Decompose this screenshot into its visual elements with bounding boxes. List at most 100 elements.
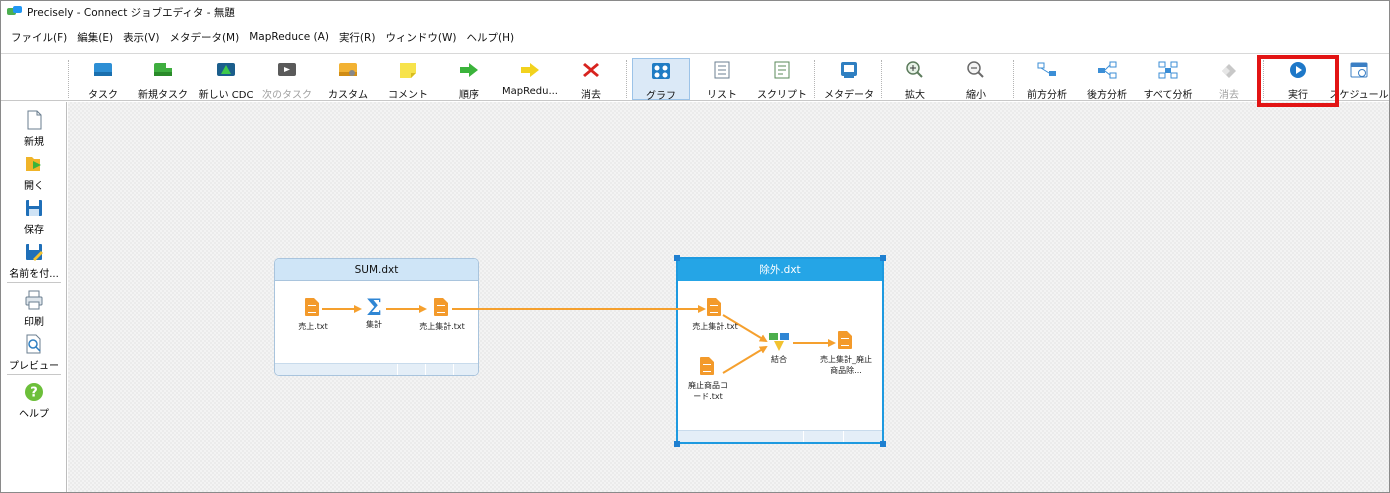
- node-output-file[interactable]: 売上集計_廃止商品除...: [816, 331, 876, 376]
- sidebar-separator: [7, 282, 61, 283]
- all-analysis-icon: [1158, 61, 1178, 79]
- eraser-icon: [1222, 64, 1236, 78]
- sigma-icon: Σ: [366, 295, 382, 321]
- save-as-button[interactable]: 名前を付...: [1, 238, 67, 280]
- resize-handle[interactable]: [880, 255, 886, 261]
- file-icon: [305, 298, 319, 316]
- svg-text:?: ?: [30, 386, 38, 401]
- schedule-button[interactable]: スケジュール: [1329, 58, 1389, 101]
- all-analysis-button[interactable]: すべて分析: [1139, 58, 1197, 101]
- menu-view[interactable]: 表示(V): [123, 31, 160, 44]
- script-view-button[interactable]: スクリプト: [753, 58, 811, 101]
- zoom-out-button[interactable]: 縮小: [947, 58, 1005, 101]
- svg-text:Σ: Σ: [366, 296, 382, 318]
- help-icon: ?: [25, 383, 43, 401]
- left-sidebar: 新規 開く 保存 名前を付... 印刷 プレビュー ? ヘルプ: [1, 102, 67, 492]
- print-button[interactable]: 印刷: [1, 286, 67, 328]
- list-view-button[interactable]: リスト: [693, 58, 751, 101]
- calendar-icon: [1350, 62, 1368, 78]
- comment-icon: [400, 63, 416, 78]
- file-icon: [434, 298, 448, 316]
- menu-file[interactable]: ファイル(F): [11, 31, 68, 44]
- toolbar-separator: [1013, 60, 1014, 98]
- metadata-icon: [841, 62, 857, 78]
- backward-analysis-button[interactable]: 後方分析: [1078, 58, 1136, 101]
- node-target-file[interactable]: 売上集計.txt: [412, 298, 472, 332]
- new-file-button[interactable]: 新規: [1, 106, 67, 148]
- forward-analysis-button[interactable]: 前方分析: [1018, 58, 1076, 101]
- footer-segment: [843, 431, 844, 442]
- resize-handle[interactable]: [674, 441, 680, 447]
- footer-segment: [803, 431, 804, 442]
- menu-mapreduce[interactable]: MapReduce (A): [249, 31, 329, 43]
- save-button[interactable]: 保存: [1, 194, 67, 236]
- sidebar-separator: [7, 374, 61, 375]
- toolbar-separator: [626, 60, 627, 98]
- graph-view-button[interactable]: グラフ: [632, 58, 690, 102]
- metadata-button[interactable]: メタデータ: [820, 58, 878, 101]
- footer-segment: [425, 364, 426, 375]
- job-footer: [275, 363, 478, 375]
- toolbar-separator: [1263, 60, 1264, 98]
- next-task-button[interactable]: 次のタスク: [258, 58, 316, 101]
- arrow-right-yellow-icon: [521, 63, 539, 77]
- help-button[interactable]: ? ヘルプ: [1, 378, 67, 420]
- backward-analysis-icon: [1098, 61, 1117, 79]
- resize-handle[interactable]: [880, 441, 886, 447]
- script-icon: [774, 61, 790, 79]
- resize-handle[interactable]: [674, 255, 680, 261]
- open-folder-icon: [26, 157, 41, 171]
- toolbar-separator: [881, 60, 882, 98]
- node-join[interactable]: 結合: [749, 331, 809, 365]
- clear-analysis-button[interactable]: 消去: [1200, 58, 1258, 101]
- custom-button[interactable]: カスタム: [319, 58, 377, 101]
- delete-button[interactable]: 消去: [562, 58, 620, 101]
- play-icon: [1290, 62, 1306, 78]
- forward-analysis-icon: [1037, 62, 1056, 76]
- window-title: Precisely - Connect ジョブエディタ - 無題: [27, 6, 235, 19]
- job-title: SUM.dxt: [275, 259, 478, 281]
- preview-button[interactable]: プレビュー: [1, 330, 67, 372]
- menu-window[interactable]: ウィンドウ(W): [385, 31, 457, 44]
- title-bar: Precisely - Connect ジョブエディタ - 無題: [1, 1, 1389, 23]
- task-icon: [94, 63, 112, 76]
- new-file-icon: [27, 110, 42, 130]
- new-task-icon: [154, 62, 172, 76]
- zoom-in-icon: [906, 61, 923, 78]
- menu-edit[interactable]: 編集(E): [77, 31, 114, 44]
- run-button[interactable]: 実行: [1269, 58, 1327, 101]
- arrow-right-green-icon: [460, 63, 478, 77]
- footer-segment: [453, 364, 454, 375]
- node-input-discontinued[interactable]: 廃止商品コード.txt: [678, 357, 738, 402]
- node-source-file[interactable]: 売上.txt: [283, 298, 343, 332]
- mapreduce-button[interactable]: MapRedu...: [501, 58, 559, 100]
- open-button[interactable]: 開く: [1, 150, 67, 192]
- zoom-out-icon: [967, 61, 984, 78]
- footer-segment: [397, 364, 398, 375]
- menu-run[interactable]: 実行(R): [338, 31, 376, 44]
- toolbar-separator: [68, 60, 69, 98]
- graph-icon: [652, 63, 670, 79]
- job-box-exclude[interactable]: 除外.dxt: [676, 257, 884, 444]
- new-cdc-button[interactable]: 新しい CDC: [197, 58, 255, 101]
- file-icon: [700, 357, 714, 375]
- app-logo-icon: [7, 6, 23, 18]
- node-input-sales-summary[interactable]: 売上集計.txt: [685, 298, 745, 332]
- comment-button[interactable]: コメント: [379, 58, 437, 101]
- join-icon: [769, 333, 789, 351]
- menu-help[interactable]: ヘルプ(H): [466, 31, 515, 44]
- task-button[interactable]: タスク: [74, 58, 132, 101]
- zoom-in-button[interactable]: 拡大: [886, 58, 944, 101]
- main-toolbar: タスク 新規タスク 新しい CDC 次のタスク カスタム コメント 順序 Ma: [1, 53, 1389, 102]
- file-icon: [838, 331, 852, 349]
- new-task-button[interactable]: 新規タスク: [134, 58, 192, 101]
- toolbar-separator: [814, 60, 815, 98]
- menu-bar: ファイル(F) 編集(E) 表示(V) メタデータ(M) MapReduce (…: [1, 27, 524, 47]
- menu-metadata[interactable]: メタデータ(M): [169, 31, 240, 44]
- run-button-highlight: [1257, 55, 1339, 107]
- node-aggregate[interactable]: Σ 集計: [344, 295, 404, 330]
- job-title: 除外.dxt: [678, 259, 882, 281]
- job-box-sum[interactable]: SUM.dxt: [274, 258, 479, 376]
- sequence-button[interactable]: 順序: [440, 58, 498, 101]
